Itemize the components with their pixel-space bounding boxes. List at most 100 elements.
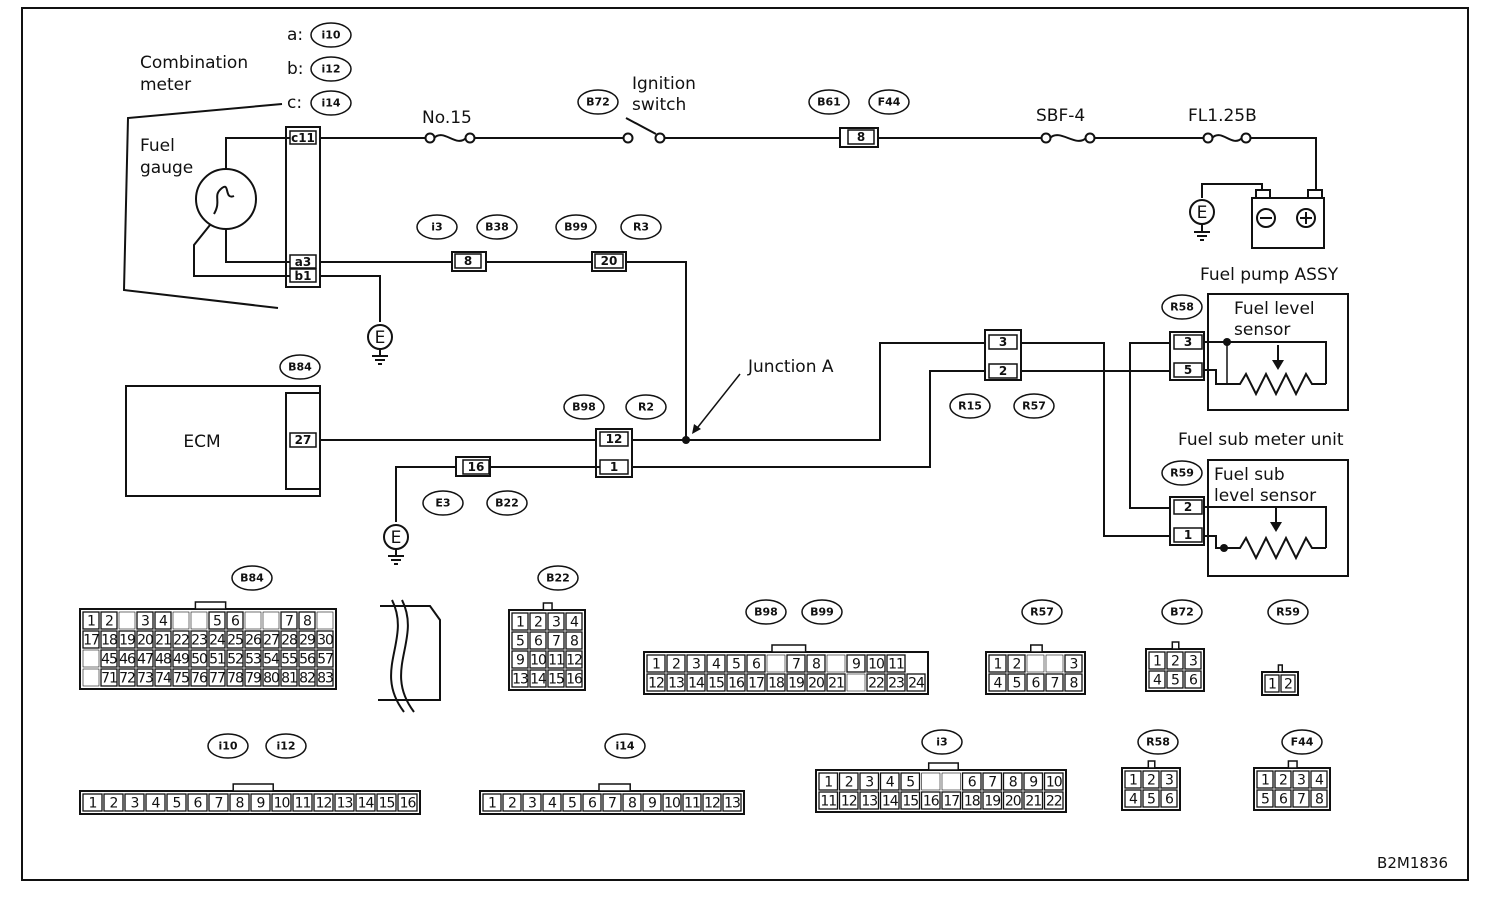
connector-tag-i14: i14 xyxy=(310,90,352,116)
connector-pin-cell: 7 xyxy=(982,772,1003,791)
meter-pin-c11: c11 xyxy=(291,131,315,145)
connector-pin-cell: 78 xyxy=(226,668,244,687)
connector-latch-icon xyxy=(1277,664,1283,673)
connector-pin-cell: 2 xyxy=(1007,654,1026,673)
connector-pin-cell: 4 xyxy=(154,611,172,630)
connector-pin-number: 8 xyxy=(1009,775,1017,791)
connector-tag-r58-text: R58 xyxy=(1170,301,1194,314)
connector-pin-number: 30 xyxy=(317,633,333,649)
connector-pin-cell: 48 xyxy=(154,649,172,668)
connector-pin-cell: 27 xyxy=(262,630,280,649)
connector-pin-cell: 1 xyxy=(1256,770,1274,789)
connector-pin-number: 78 xyxy=(227,671,243,687)
connector-pin-number: 11 xyxy=(295,796,311,812)
connector-pin-number: 5 xyxy=(1013,676,1021,692)
connector-pin-cell: 57 xyxy=(316,649,334,668)
connector-pin-cell: 81 xyxy=(280,668,298,687)
connector-pin-number: 5 xyxy=(906,775,914,791)
connector-view-tag-i12: i12 xyxy=(265,733,307,759)
connector-pin-cell xyxy=(921,772,941,791)
meter-pin-b1: b1 xyxy=(295,269,312,283)
connector-pin-number: 10 xyxy=(274,796,290,812)
meter-prefix-a: a: xyxy=(287,25,303,45)
connector-pin-cell: 5 xyxy=(208,611,226,630)
connector-pin-number: 16 xyxy=(400,796,417,812)
connector-pin-cell: 18 xyxy=(100,630,118,649)
fuel-signal-circuit: i3 B38 8 B99 R3 20 E xyxy=(320,214,687,438)
connector-pin-cell: 56 xyxy=(298,649,317,668)
b84-harness-curve xyxy=(378,599,441,713)
connector-r57: 3 2 R15 R57 xyxy=(949,329,1172,537)
connector-pin-number: 7 xyxy=(285,614,293,630)
connector-pin-number: 1 xyxy=(994,657,1002,673)
gauge-coil-icon xyxy=(213,185,235,215)
connector-pin-number: 12 xyxy=(648,676,664,692)
connector-pin-cell: 3 xyxy=(1064,654,1083,673)
connector-pin-number: 4 xyxy=(152,796,161,812)
connector-pin-cell: 6 xyxy=(961,772,982,791)
connector-tag-i12: i12 xyxy=(310,56,352,82)
connector-pin-number: 10 xyxy=(530,653,546,669)
connector-pin-cell: 2 xyxy=(838,772,859,791)
connector-pin-cell: 2 xyxy=(103,793,124,812)
connector-pin-cell: 71 xyxy=(100,668,118,687)
connector-pin-number: 26 xyxy=(245,633,262,649)
connector-pin-cell: 4 xyxy=(1148,670,1166,689)
connector-pin-cell: 3 xyxy=(1184,651,1202,670)
connector-pin-number: 6 xyxy=(1165,792,1174,808)
connector-pin-number: 9 xyxy=(516,653,524,669)
meter-prefix-b: b: xyxy=(287,59,304,79)
connector-pin-cell: 17 xyxy=(82,630,100,649)
connector-pin-cell: 20 xyxy=(806,673,826,692)
connector-view-tag-r57: R57 xyxy=(1021,599,1063,625)
connector-latch-icon xyxy=(598,783,631,792)
connector-pin-cell: 10 xyxy=(866,654,886,673)
connector-pin-number: 3 xyxy=(131,796,139,812)
connector-tag-i3-text: i3 xyxy=(431,221,442,234)
fuel-pump-assy: Fuel pump ASSY R58 Fuel level sensor 3 5 xyxy=(1161,265,1349,411)
connector-pin-cell: 22 xyxy=(866,673,886,692)
connector-tag-r3-text: R3 xyxy=(633,221,649,234)
connector-view-tag-i14: i14 xyxy=(604,733,646,759)
connector-latch-icon xyxy=(232,783,274,792)
connector-pin-cell: 21 xyxy=(1023,791,1044,810)
connector-pin-number: 83 xyxy=(317,671,333,687)
connector-pin-cell: 1 xyxy=(1148,651,1166,670)
connector-pin-number: 11 xyxy=(888,657,904,673)
connector-pin-cell: 74 xyxy=(154,668,173,687)
connector-pin-cell: 30 xyxy=(316,630,334,649)
connector-pin-number: 3 xyxy=(1189,654,1197,670)
connector-view-tag-r58: R58 xyxy=(1137,729,1179,755)
connector-pin-cell xyxy=(766,654,786,673)
connector-pin-cell: 4 xyxy=(1124,789,1142,808)
connector-pin-cell: 5 xyxy=(1142,789,1160,808)
connector-pin-cell: 18 xyxy=(961,791,982,810)
connector-pin-number: 20 xyxy=(808,676,824,692)
connector-pin-cell: 14 xyxy=(355,793,376,812)
connector-pin-number: 5 xyxy=(213,614,221,630)
connector-pin-number: 1 xyxy=(87,614,95,630)
connector-pin-cell: 3 xyxy=(547,612,565,631)
connector-pin-number: 1 xyxy=(652,657,660,673)
connector-pin-number: 82 xyxy=(299,671,315,687)
connector-pin-number: 28 xyxy=(281,633,297,649)
connector-pin-cell: 12 xyxy=(313,793,334,812)
connector-pin-number: 2 xyxy=(672,657,680,673)
connector-tag-r15-text: R15 xyxy=(958,400,982,413)
connector-view-tag-text: B99 xyxy=(810,606,834,619)
connector-pin-cell: 5 xyxy=(900,772,921,791)
connector-pin-number: 5 xyxy=(1147,792,1155,808)
connector-pin-cell: 8 xyxy=(1064,673,1083,692)
connector-pin-cell: 2 xyxy=(666,654,686,673)
connector-pin-cell: 13 xyxy=(666,673,686,692)
connector-pin-cell: 25 xyxy=(226,630,244,649)
connector-tag-r59-text: R59 xyxy=(1170,467,1194,480)
connector-view-tag-b99: B99 xyxy=(801,599,843,625)
connector-pin-cell: 8 xyxy=(1310,789,1328,808)
junction-arrow-icon xyxy=(692,424,701,434)
connector-tag-b38-text: B38 xyxy=(485,221,509,234)
connector-pin-number: 2 xyxy=(845,775,853,791)
connector-pin-cell: 14 xyxy=(529,669,548,688)
fuel-level-sensor-label-1: Fuel level xyxy=(1234,299,1315,319)
